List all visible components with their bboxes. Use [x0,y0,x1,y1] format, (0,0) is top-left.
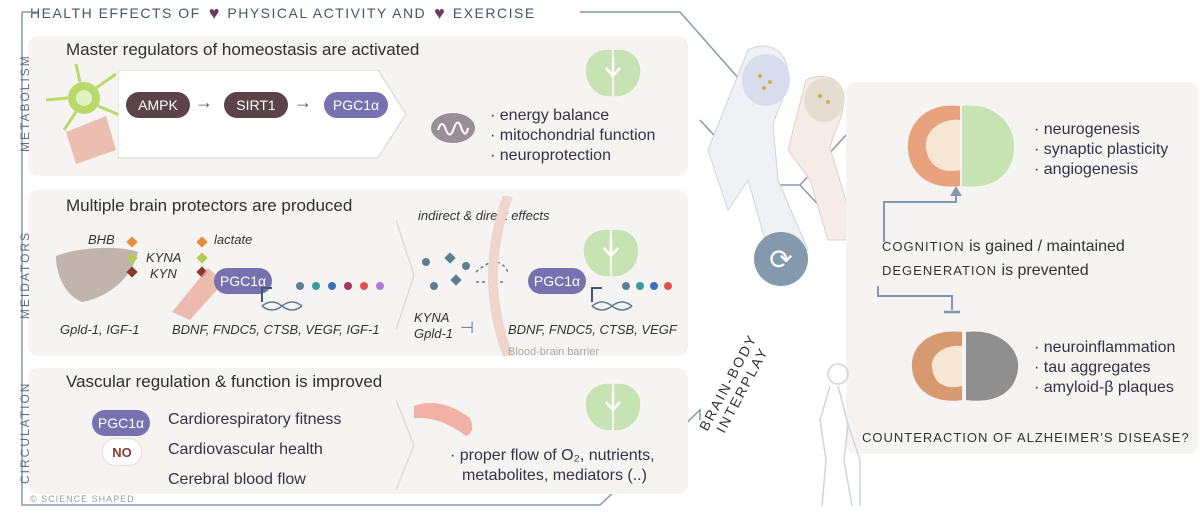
brain-icon [585,383,641,431]
arrow-icon: → [294,92,312,112]
bullet-item: · energy balance [490,107,610,124]
cycle-icon: ⟳ [754,232,808,286]
bbb-label: Blood-brain barrier [508,346,600,358]
circulation-items: Cardiorespiratory fitness Cardiovascular… [168,410,341,490]
circulation-bullet-line1: · proper flow of O₂, nutrients, [450,447,655,464]
bullet-item: · neuroinflammation [1034,339,1176,356]
no-badge: NO [102,438,142,466]
degeneration-word: DEGENERATION [882,263,998,278]
liver-label-kyn: KYN [150,266,177,281]
heart-icon: ♥ [208,2,220,23]
header: HEALTH EFFECTS OF ♥ PHYSICAL ACTIVITY AN… [30,2,536,24]
circulation-item: Cerebral blood flow [168,471,306,488]
gpld-label: Gpld-1 [414,326,454,341]
ampk-pill: AMPK [126,92,190,118]
metabolite-markers [126,236,208,278]
brain-icon [583,229,639,277]
cognition-line: COGNITION is gained / maintained [882,238,1125,256]
heart-icon: ♥ [434,2,445,23]
metabolism-side-label: METABOLISM [18,54,32,152]
runner-figures [707,45,859,251]
metabolism-title: Master regulators of homeostasis are act… [66,40,420,59]
mediators-title: Multiple brain protectors are produced [66,196,353,215]
mitochondria-icon [431,113,475,143]
bullet-item: · neurogenesis [1034,121,1140,138]
kyna-label: KYNA [414,310,450,325]
header-text-1: HEALTH EFFECTS OF [30,5,201,21]
circulation-title: Vascular regulation & function is improv… [66,372,383,391]
muscle-icon [172,268,224,320]
muscle-bottom-label: BDNF, FNDC5, CTSB, VEGF, IGF-1 [172,322,380,337]
diseased-brain-icon [911,331,1019,401]
effects-label: indirect & direct effects [418,208,550,223]
up-arrow-icon [883,186,962,242]
degeneration-rest: is prevented [1001,262,1089,279]
blood-vessel-icon [414,402,473,436]
liver-bottom-label: Gpld-1, IGF-1 [60,322,140,337]
brain-icon [585,49,641,97]
liver-label-bhb: BHB [88,232,115,247]
brain-bottom-label: BDNF, FNDC5, CTSB, VEGF [508,322,677,337]
circulation-item: Cardiorespiratory fitness [168,411,342,428]
liver-label-lactate: lactate [214,232,253,247]
metabolism-bullets: · energy balance · mitochondrial functio… [490,106,655,166]
liver-label-kyna: KYNA [146,250,182,265]
inhibit-icon: ⊣ [460,320,474,337]
alzheimer-question: COUNTERACTION OF ALZHEIMER'S DISEASE? [862,430,1190,445]
bullet-item: · amyloid-β plaques [1034,379,1174,396]
sirt1-pill: SIRT1 [224,92,288,118]
mediators-chevron [396,220,415,330]
positive-bullets: · neurogenesis · synaptic plasticity · a… [1034,120,1168,180]
bullet-item: · angiogenesis [1034,161,1139,178]
circulation-side-label: CIRCULATION [18,381,32,484]
credit-label: © SCIENCE SHAPED [30,494,135,504]
neuron-icon [45,63,123,164]
header-text-2: PHYSICAL ACTIVITY AND [227,5,427,21]
degeneration-line: DEGENERATION is prevented [882,262,1089,280]
liver-icon [56,247,138,302]
bullet-item: · neuroprotection [490,147,611,164]
pgc1a-pill: PGC1α [324,92,388,118]
mediators-side-label: MEIDATORS [18,230,32,320]
circulation-chevron [396,400,415,490]
brain-pgc1a-pill: PGC1α [528,268,586,294]
blood-brain-barrier-arc [488,196,513,356]
inhibit-arrow-icon [877,286,960,314]
brain-dna-dots [591,282,672,311]
circulation-pgc1a-pill: PGC1α [92,410,150,436]
bullet-item: · tau aggregates [1034,359,1151,376]
circulation-bullet-line2: metabolites, mediators (..) [462,467,647,484]
cognition-rest: is gained / maintained [969,238,1125,255]
arrow-icon: → [195,92,213,112]
dna-and-dots [261,282,384,311]
cognition-word: COGNITION [882,239,965,254]
bullet-item: · mitochondrial function [490,127,656,144]
header-text-3: EXERCISE [452,5,536,21]
outcomes-panel [846,82,1198,454]
circulation-item: Cardiovascular health [168,441,323,458]
healthy-brain-icon [907,105,1015,187]
bullet-item: · synaptic plasticity [1034,141,1169,158]
elderly-figure-icon [819,363,861,507]
negative-bullets: · neuroinflammation · tau aggregates · a… [1034,338,1175,398]
